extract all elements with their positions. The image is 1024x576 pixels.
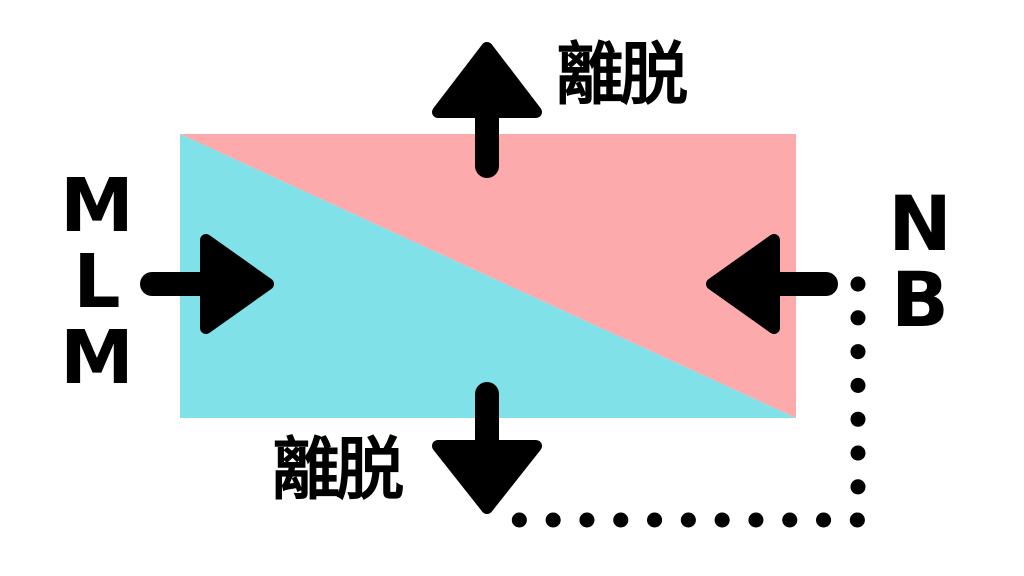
arrow-down-icon (432, 382, 542, 514)
arrow-left-icon (706, 234, 838, 334)
cyan-triangle-region (180, 134, 796, 418)
arrow-right-icon (140, 234, 274, 334)
label-top-churn: 離脱 (556, 36, 688, 115)
dotted-connector-line (510, 276, 866, 528)
label-left-mlm: MLM (60, 163, 134, 401)
arrow-up-icon (432, 42, 542, 178)
label-right-nb: NB (888, 179, 952, 344)
label-bottom-churn: 離脱 (272, 431, 404, 510)
